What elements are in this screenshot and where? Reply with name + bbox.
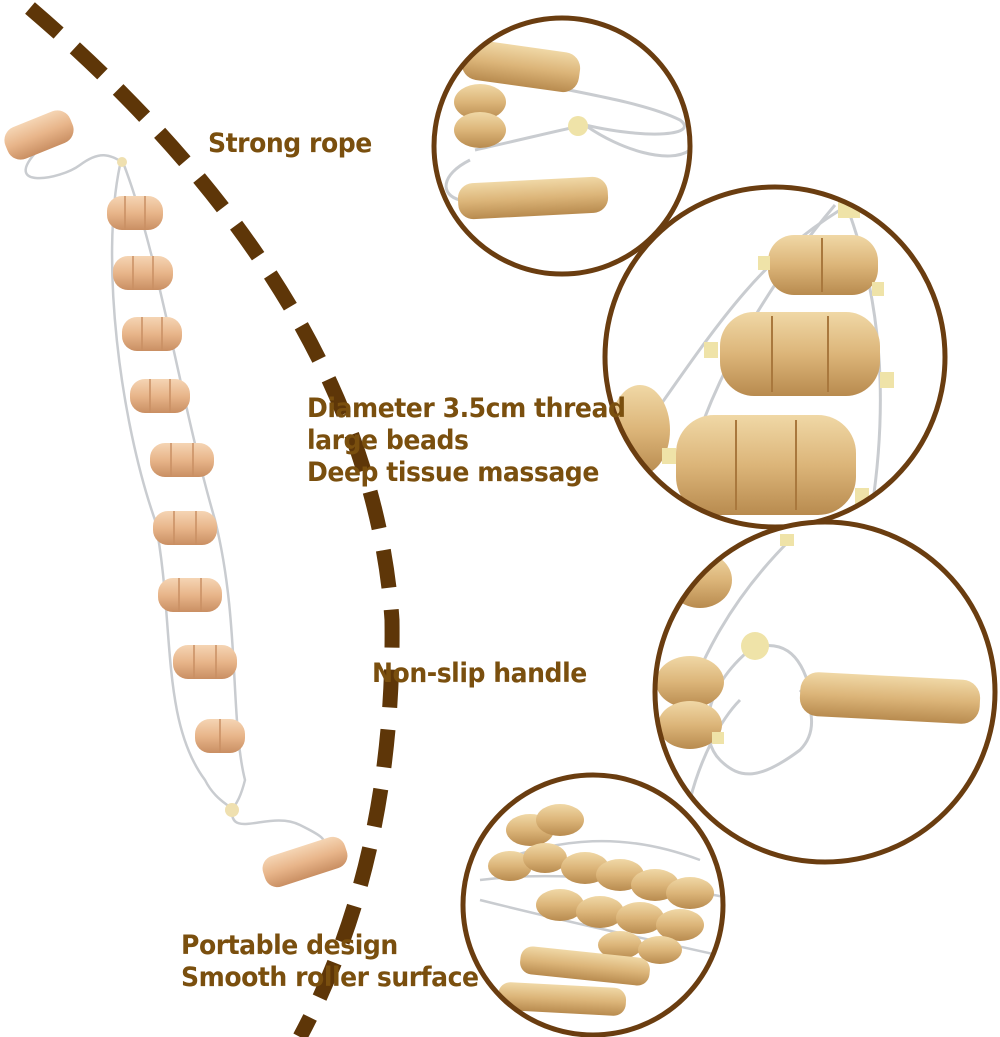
- callout-strong-rope-text: Strong rope: [208, 128, 372, 159]
- callout-beads: Diameter 3.5cm thread large beads Deep t…: [307, 393, 626, 489]
- product-detail-image: [460, 772, 726, 1037]
- callout-beads-line-2: large beads: [307, 425, 469, 456]
- callout-design-line-2: Smooth roller surface: [181, 962, 479, 993]
- rope-detail-image: [431, 15, 693, 277]
- callout-beads-line-1: Diameter 3.5cm thread: [307, 393, 626, 424]
- handle-detail-image: [652, 519, 998, 865]
- dashed-divider-arc: [25, 2, 400, 1037]
- callout-strong-rope: Strong rope: [208, 128, 372, 160]
- callout-beads-line-3: Deep tissue massage: [307, 457, 599, 488]
- bead-detail-image: [602, 184, 948, 530]
- callout-design: Portable design Smooth roller surface: [181, 930, 479, 994]
- callout-handle-text: Non-slip handle: [372, 658, 587, 689]
- callout-non-slip-handle: Non-slip handle: [372, 658, 587, 690]
- wooden-roller-massager-image: [4, 110, 348, 888]
- callout-design-line-1: Portable design: [181, 930, 398, 961]
